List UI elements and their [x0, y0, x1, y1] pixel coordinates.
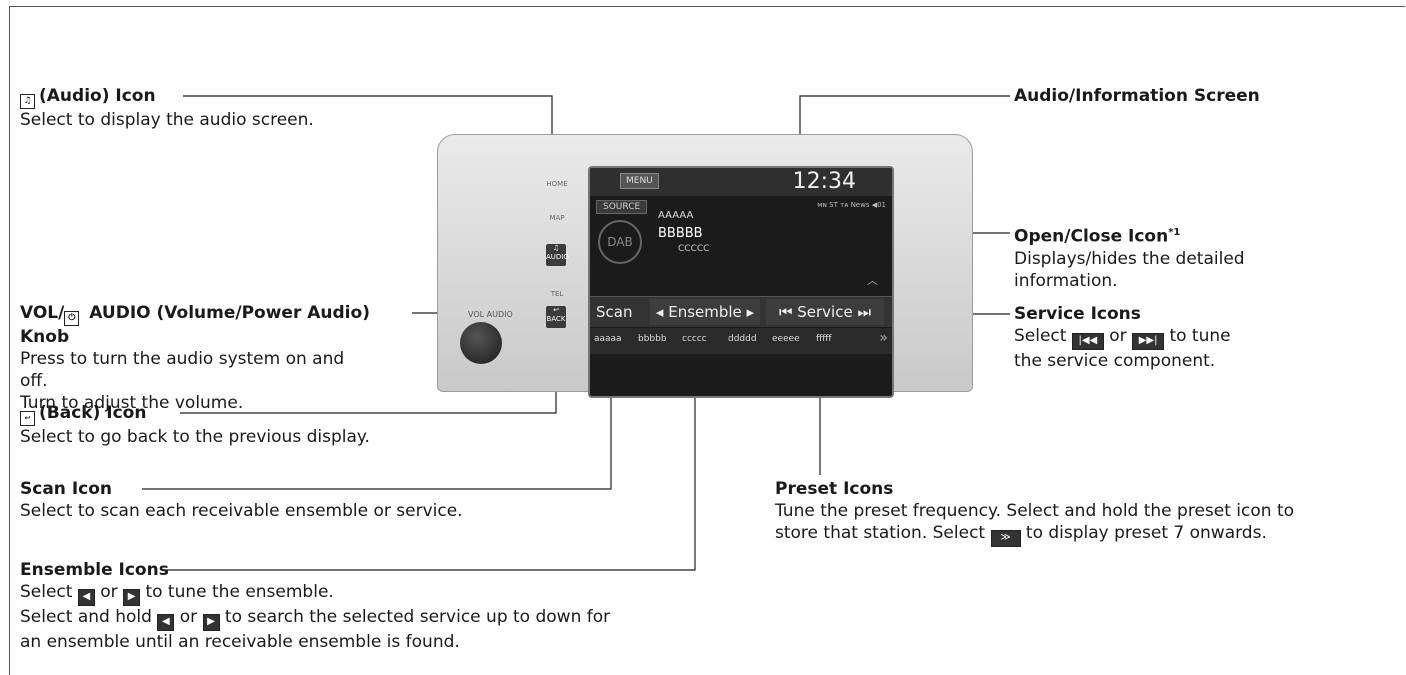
- home-label: HOME: [546, 180, 568, 188]
- skip-back-icon: |◀◀: [1071, 333, 1104, 350]
- source-button[interactable]: SOURCE: [596, 200, 648, 214]
- back-icon-callout: ↩ (Back) Icon Select to go back to the pr…: [20, 402, 370, 448]
- dab-logo: DAB: [598, 220, 642, 264]
- preset-2[interactable]: bbbbb: [638, 334, 667, 344]
- audio-button[interactable]: ♫ AUDIO: [546, 244, 569, 266]
- service-button[interactable]: ⏮ Service ⏭: [766, 299, 884, 325]
- more-presets-icon[interactable]: »: [879, 330, 888, 346]
- clock: 12:34: [792, 169, 856, 194]
- audio-icon-title: (Audio) Icon: [39, 86, 156, 106]
- ens-d1-pre: Select: [20, 582, 78, 602]
- open-close-desc-2: information.: [1014, 270, 1118, 291]
- open-close-title: Open/Close Icon: [1014, 226, 1169, 247]
- music-note-icon: ♫: [552, 244, 560, 252]
- ensemble-button[interactable]: ◂ Ensemble ▸: [650, 299, 760, 325]
- ens-d1-mid: or: [94, 582, 124, 602]
- control-row: Scan ◂ Ensemble ▸ ⏮ Service ⏭: [590, 296, 892, 327]
- ens-desc-3: an ensemble until an receivable ensemble…: [20, 632, 460, 652]
- station-line-3: CCCCC: [678, 244, 710, 254]
- service-desc-2: the service component.: [1014, 351, 1216, 371]
- ens-d2-pre: Select and hold: [20, 607, 158, 627]
- diagram-frame: [9, 6, 1405, 675]
- open-close-desc-1: Displays/hides the detailed: [1014, 248, 1245, 269]
- vol-desc-1: Press to turn the audio system on and: [20, 349, 345, 369]
- vol-title-line2: Knob: [20, 327, 70, 347]
- station-line-1: AAAAA: [658, 210, 694, 221]
- left-arrow-icon: ◀: [77, 589, 95, 606]
- back-icon-desc: Select to go back to the previous displa…: [20, 427, 370, 447]
- audio-information-screen: MENU 12:34 SOURCE ᴍɴ ST ᴛᴀ News ◀01 DAB …: [588, 166, 894, 398]
- back-arrow-icon: ↩: [553, 306, 559, 314]
- audio-screen-callout: Audio/Information Screen: [1014, 85, 1260, 107]
- audio-button-label: AUDIO: [546, 253, 569, 261]
- preset-d2-pre: store that station. Select: [775, 523, 991, 543]
- tel-label: TEL: [550, 290, 564, 298]
- preset-6[interactable]: fffff: [816, 334, 832, 344]
- vol-title-post: AUDIO (Volume/Power Audio): [83, 303, 370, 323]
- station-line-2: BBBBB: [658, 226, 703, 241]
- audio-screen-title: Audio/Information Screen: [1014, 86, 1260, 106]
- map-label: MAP: [549, 214, 565, 222]
- back-icon-title: (Back) Icon: [39, 403, 147, 423]
- back-button-label: BACK: [546, 315, 566, 323]
- vol-knob-callout: VOL/⏻ AUDIO (Volume/Power Audio) Knob Pr…: [20, 302, 415, 414]
- audio-icon-callout: ♫ (Audio) Icon Select to display the audi…: [20, 85, 314, 131]
- vol-desc-3: Turn to adjust the volume.: [20, 393, 244, 413]
- preset-desc-1: Tune the preset frequency. Select and ho…: [775, 501, 1295, 521]
- open-close-icon[interactable]: ︿: [867, 274, 878, 287]
- preset-1[interactable]: aaaaa: [594, 334, 622, 344]
- ensemble-icons-callout: Ensemble Icons Select ◀ or ▶ to tune the…: [20, 559, 610, 653]
- footnote-mark: *1: [1168, 227, 1181, 238]
- scan-icon-desc: Select to scan each receivable ensemble …: [20, 501, 463, 521]
- right-arrow-icon: ▶: [123, 589, 141, 606]
- service-icons-callout: Service Icons Select |◀◀ or ▶▶| to tune …: [1014, 303, 1231, 372]
- open-close-callout: Open/Close Icon*1 Displays/hides the det…: [1014, 222, 1245, 292]
- ensemble-icons-title: Ensemble Icons: [20, 560, 169, 580]
- back-icon: ↩: [20, 411, 35, 426]
- preset-4[interactable]: ddddd: [728, 334, 757, 344]
- preset-row: aaaaa bbbbb ccccc ddddd eeeee fffff »: [590, 328, 892, 354]
- audio-icon-desc: Select to display the audio screen.: [20, 110, 314, 130]
- more-presets-callout-icon: ≫: [990, 530, 1021, 547]
- menu-button[interactable]: MENU: [620, 173, 659, 189]
- back-button[interactable]: ↩ BACK: [546, 306, 566, 328]
- svc-d1-pre: Select: [1014, 326, 1072, 346]
- scan-icon-callout: Scan Icon Select to scan each receivable…: [20, 478, 463, 522]
- ensemble-icon-leader: [164, 325, 696, 571]
- service-icons-title: Service Icons: [1014, 304, 1141, 324]
- svc-d1-mid: or: [1103, 326, 1133, 346]
- preset-icons-callout: Preset Icons Tune the preset frequency. …: [775, 478, 1395, 547]
- svc-d1-post: to tune: [1164, 326, 1231, 346]
- knob-label: VOL AUDIO: [468, 310, 513, 319]
- preset-3[interactable]: ccccc: [682, 334, 707, 344]
- scan-button[interactable]: Scan: [596, 303, 633, 321]
- screen-header: MENU 12:34: [590, 168, 892, 196]
- ens-d2-post: to search the selected service up to dow…: [219, 607, 611, 627]
- audio-icon: ♫: [20, 94, 35, 109]
- vol-title-pre: VOL/: [20, 303, 65, 323]
- preset-icons-title: Preset Icons: [775, 479, 894, 499]
- ens-d1-post: to tune the ensemble.: [140, 582, 334, 602]
- ens-d2-mid: or: [174, 607, 203, 627]
- skip-forward-icon: ▶▶|: [1132, 333, 1165, 350]
- preset-d2-post: to display preset 7 onwards.: [1020, 523, 1267, 543]
- volume-power-knob[interactable]: [460, 322, 502, 364]
- right-arrow-icon: ▶: [202, 614, 220, 631]
- status-indicators: ᴍɴ ST ᴛᴀ News ◀01: [817, 201, 886, 209]
- left-arrow-icon: ◀: [157, 614, 175, 631]
- preset-5[interactable]: eeeee: [772, 334, 800, 344]
- scan-icon-title: Scan Icon: [20, 479, 112, 499]
- vol-desc-2: off.: [20, 371, 48, 391]
- power-icon: ⏻: [64, 311, 80, 326]
